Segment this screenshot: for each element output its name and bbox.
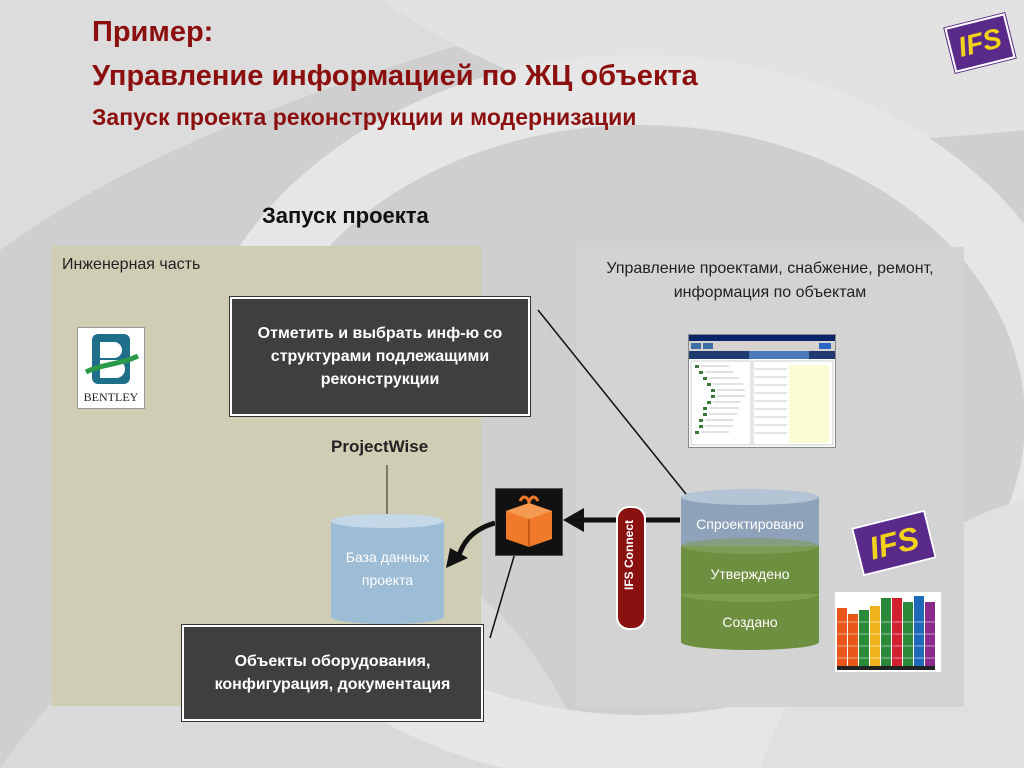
database-label: База данных проекта [345, 549, 430, 588]
gift-package-icon [495, 488, 563, 556]
slide-title-main: Управление информацией по ЖЦ объекта [92, 60, 698, 92]
bentley-label: BENTLEY [83, 390, 139, 404]
project-database-cylinder [331, 514, 444, 624]
stage-designed: Спроектировано [696, 516, 804, 532]
lifecycle-stage-cylinder [681, 489, 819, 650]
arrow-to-database [446, 520, 496, 568]
engineering-title: Инженерная часть [62, 256, 201, 273]
slide-subtitle: Запуск проекта реконструкции и модерниза… [92, 104, 637, 130]
bentley-logo: BENTLEY [77, 327, 145, 409]
package-icon [506, 495, 552, 547]
callout-select-info: Отметить и выбрать инф-ю со структурами … [229, 296, 531, 417]
ifs-connect-label: IFS Connect [617, 520, 641, 590]
stage-created: Создано [722, 614, 778, 630]
section-heading: Запуск проекта [262, 203, 429, 228]
management-title: Управление проектами, снабжение, ремонт,… [606, 260, 934, 301]
ifs-connect-badge [616, 506, 646, 630]
slide-title-example: Пример: [92, 16, 214, 48]
bentley-b-icon [84, 334, 140, 384]
app-window-image [689, 335, 835, 446]
application-screenshot-thumbnail [688, 334, 836, 448]
projectwise-label: ProjectWise [331, 437, 429, 456]
callout-equipment-objects: Объекты оборудования, конфигурация, доку… [181, 624, 484, 722]
module-blocks-image [837, 596, 935, 670]
stage-approved: Утверждено [710, 566, 790, 582]
module-blocks-thumbnail [835, 592, 941, 672]
